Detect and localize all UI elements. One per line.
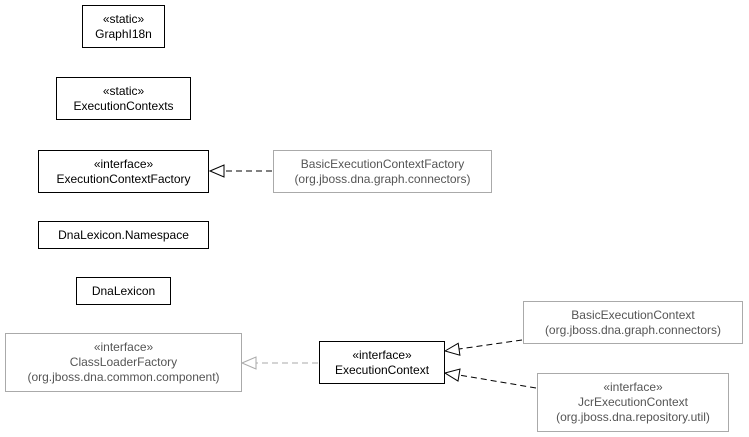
package-name: (org.jboss.dna.graph.connectors) <box>544 322 722 337</box>
stereotype-label: «interface» <box>603 380 663 394</box>
interface-name: ClassLoaderFactory <box>69 355 178 369</box>
stereotype-label: «static» <box>102 83 145 98</box>
edge-basic-context-implements-context <box>443 339 523 356</box>
class-name: DnaLexicon.Namespace <box>58 227 189 242</box>
edge-jcr-context-extends-context <box>443 368 537 389</box>
stereotype-label: «interface» <box>93 340 154 354</box>
class-name: BasicExecutionContext <box>571 307 695 322</box>
basic-execution-context-factory-node[interactable]: BasicExecutionContextFactory (org.jboss.… <box>273 150 492 193</box>
execution-context-factory-node[interactable]: «interface» ExecutionContextFactory <box>38 150 209 193</box>
execution-context-node[interactable]: «interface» ExecutionContext <box>319 341 445 384</box>
dna-lexicon-namespace-node[interactable]: DnaLexicon.Namespace <box>38 221 209 249</box>
interface-name: JcrExecutionContext <box>577 395 689 409</box>
edge-execution-context-extends-classloader-factory <box>240 356 318 370</box>
stereotype-label: «static» <box>102 11 145 26</box>
jcr-execution-context-node[interactable]: «interface» JcrExecutionContext (org.jbo… <box>537 373 729 432</box>
package-name: (org.jboss.dna.common.component) <box>27 370 220 384</box>
interface-name: ExecutionContext <box>334 362 430 377</box>
basic-execution-context-node[interactable]: BasicExecutionContext (org.jboss.dna.gra… <box>523 301 743 344</box>
edge-basic-factory-implements-factory <box>208 164 272 178</box>
dna-lexicon-node[interactable]: DnaLexicon <box>76 277 171 305</box>
interface-name: ExecutionContextFactory <box>56 171 191 186</box>
stereotype-label: «interface» <box>93 156 154 171</box>
graphi18n-node[interactable]: «static» GraphI18n <box>82 5 165 48</box>
class-loader-factory-node[interactable]: «interface» ClassLoaderFactory (org.jbos… <box>5 333 242 392</box>
class-name: DnaLexicon <box>91 283 156 298</box>
class-name: ExecutionContexts <box>73 98 174 113</box>
stereotype-label: «interface» <box>352 347 412 362</box>
package-name: (org.jboss.dna.repository.util) <box>556 410 710 424</box>
execution-contexts-node[interactable]: «static» ExecutionContexts <box>56 77 191 120</box>
package-name: (org.jboss.dna.graph.connectors) <box>294 171 471 186</box>
class-name: GraphI18n <box>95 26 152 41</box>
class-name: BasicExecutionContextFactory <box>300 156 465 171</box>
